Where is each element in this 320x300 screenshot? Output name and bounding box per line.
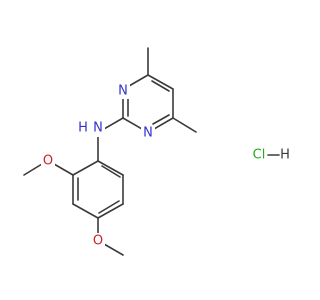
bond-c2-nh <box>103 117 124 130</box>
hydrochloride-salt: Cl H <box>253 148 290 163</box>
amine-linker <box>97 117 124 162</box>
bond-o-methyl-lower <box>103 243 124 256</box>
bond-n3-c2 <box>122 117 143 130</box>
dimethoxyphenyl-ring <box>23 160 124 256</box>
bond-a6-a1 <box>72 160 99 176</box>
bond-a1-a2-double <box>101 165 121 178</box>
bond-n1-c6 <box>128 74 149 87</box>
bond-a3-a4-double <box>98 200 120 214</box>
pyrimidine-ring <box>122 47 197 133</box>
salt-h: H <box>280 148 290 163</box>
bond-a1-a2 <box>97 160 124 176</box>
atom-n1: N <box>118 84 128 99</box>
bond-c6-c5-double <box>151 80 170 92</box>
atom-nh-h: H <box>78 121 88 136</box>
structure-canvas: N N N H O O Cl H <box>23 47 290 256</box>
bond-c4-n3 <box>153 117 174 130</box>
atom-labels: N N N H O O <box>41 83 155 249</box>
bond-a4-a5 <box>72 203 99 219</box>
atom-o-lower: O <box>93 234 103 249</box>
bond-c4-n3-double <box>152 114 170 125</box>
salt-cl: Cl <box>253 148 266 163</box>
atom-nh-n: N <box>93 121 103 136</box>
atom-o-upper: O <box>43 154 53 169</box>
molecule-diagram: N N N H O O Cl H <box>23 47 290 256</box>
bond-a3-a4 <box>97 203 124 219</box>
bond-o-methyl-upper <box>23 163 43 176</box>
bond-a6-o <box>53 163 74 176</box>
bond-c6-c5 <box>147 74 174 90</box>
bond-c4-methyl <box>172 117 197 133</box>
atom-n3: N <box>143 126 153 141</box>
